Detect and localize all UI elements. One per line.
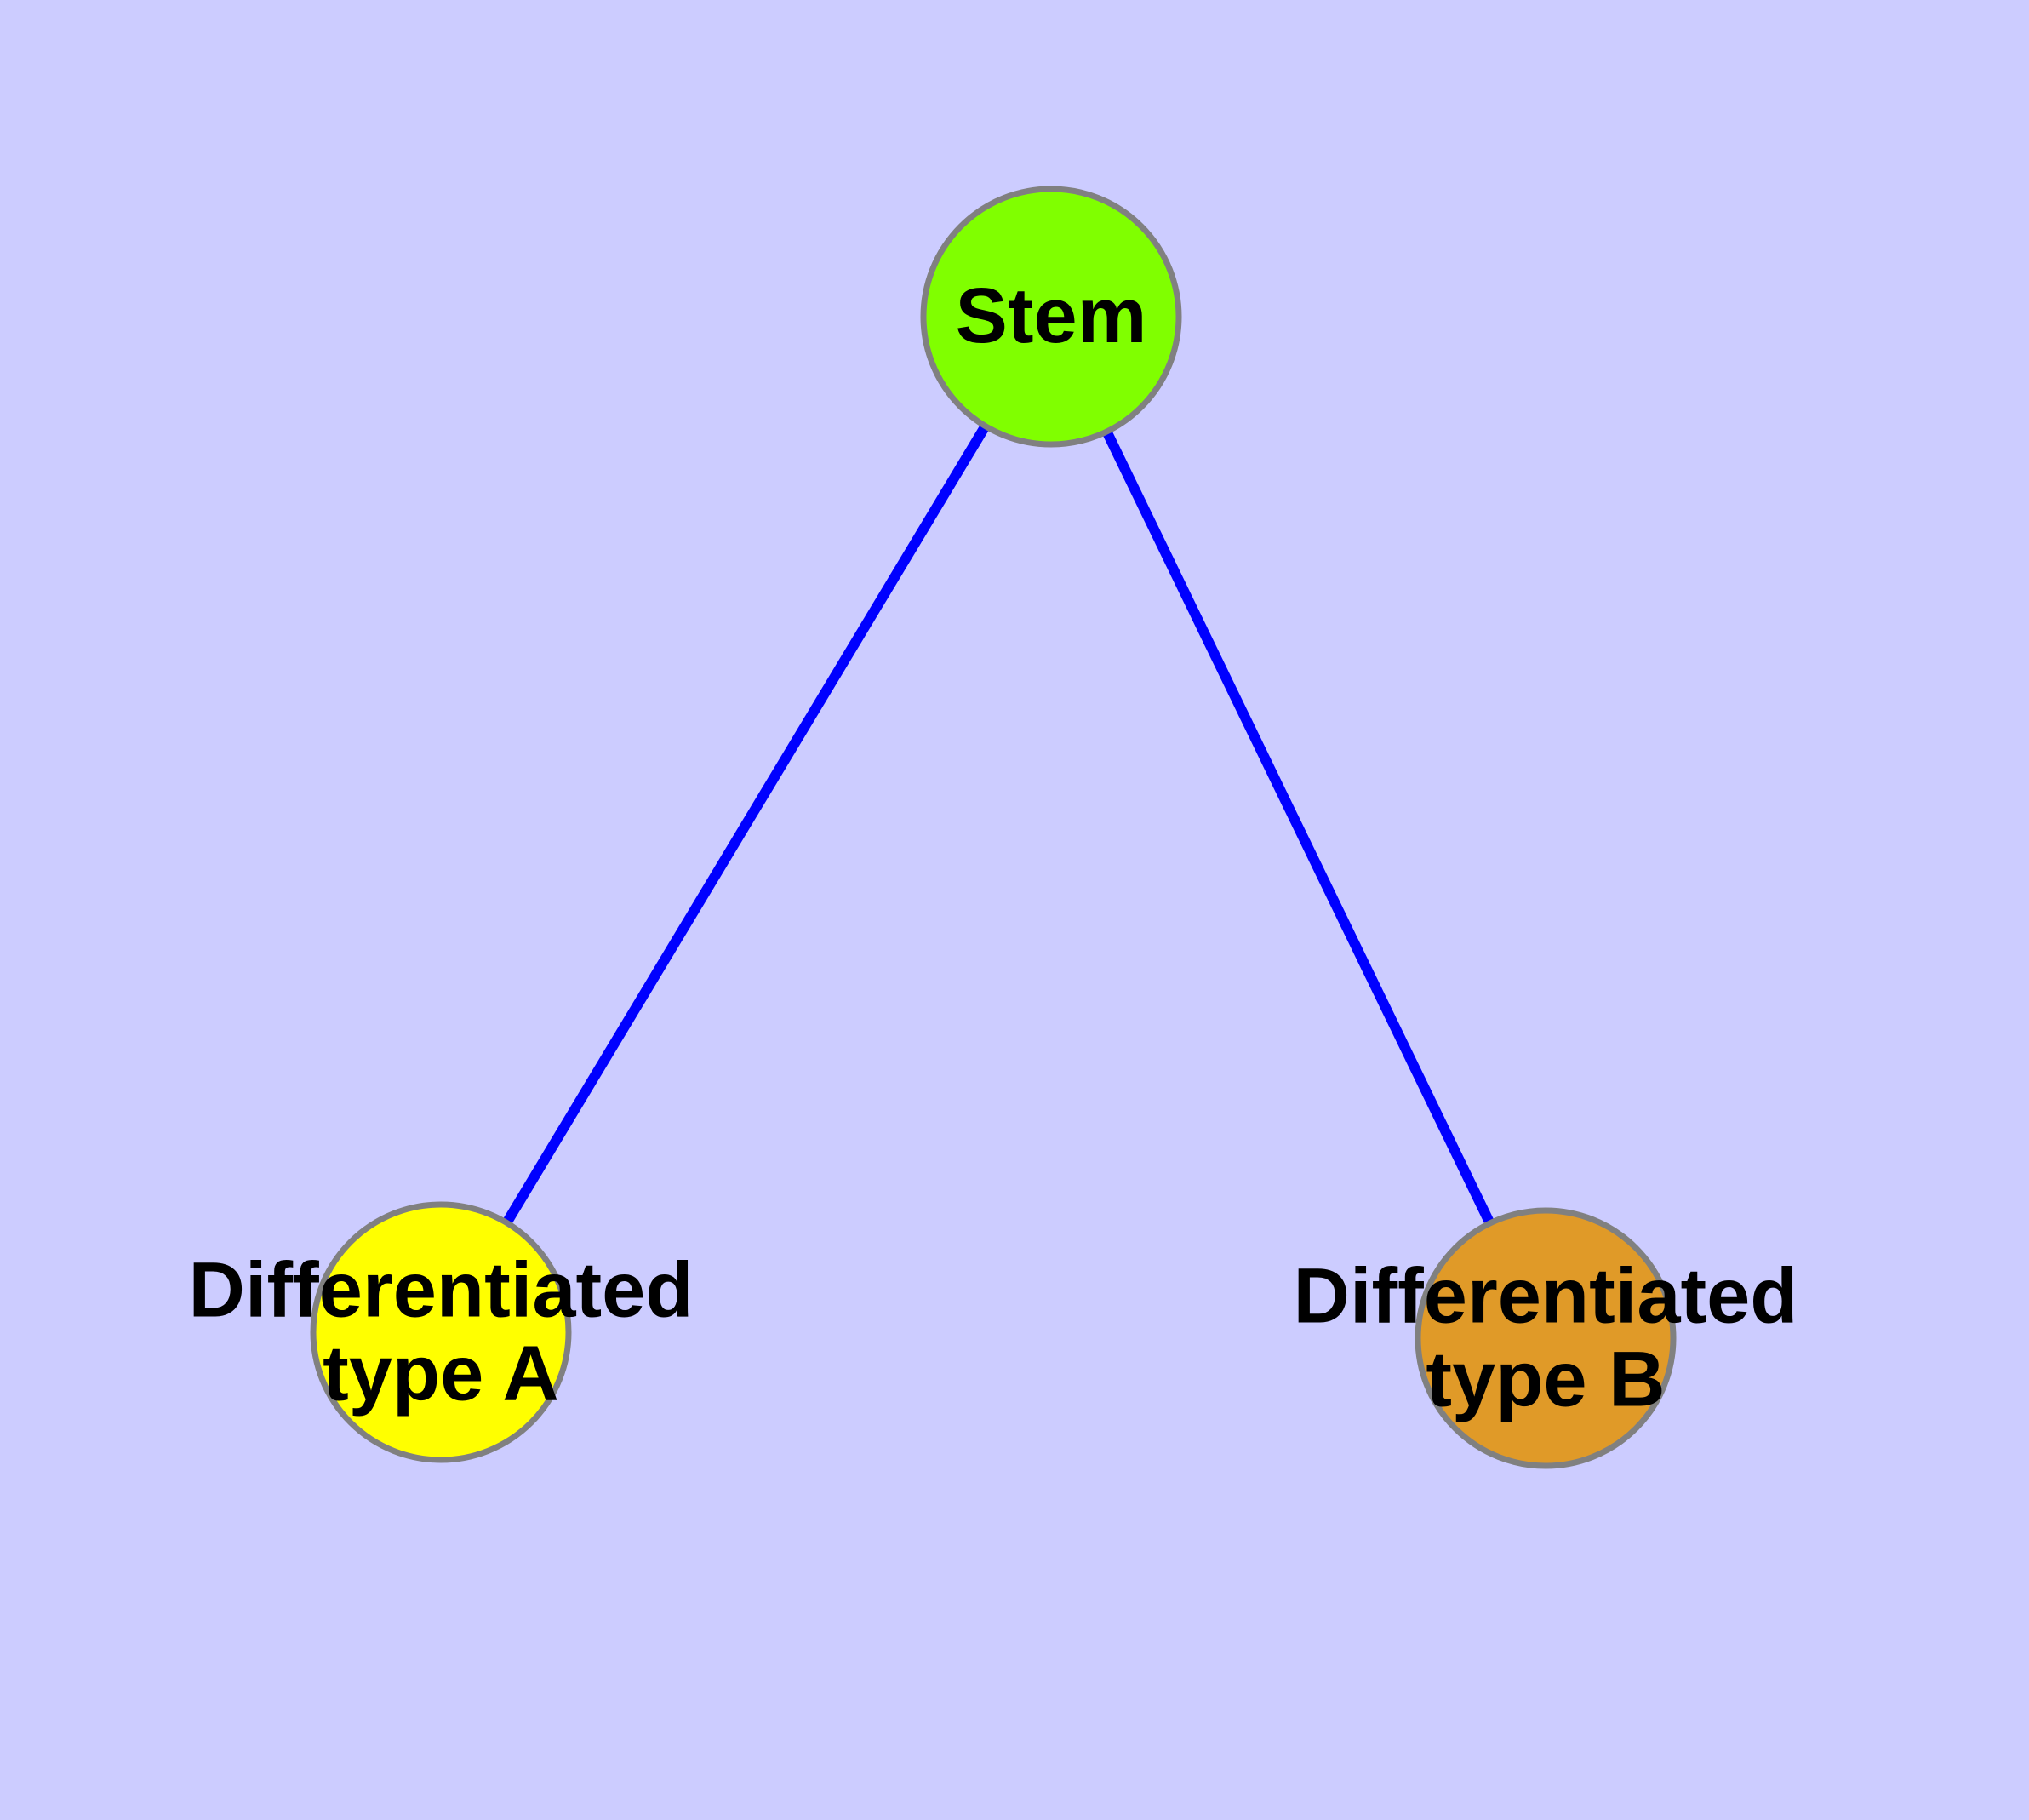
node-layer <box>310 186 1677 1469</box>
node-differentiated-type-b-circle[interactable] <box>1415 1207 1677 1469</box>
edge-layer <box>502 423 1495 1226</box>
edge-stem-to-differentiated-a[interactable] <box>502 423 990 1226</box>
node-differentiated-type-a-circle[interactable] <box>310 1201 572 1463</box>
edge-stem-to-differentiated-b[interactable] <box>1101 429 1495 1226</box>
node-stem-circle[interactable] <box>920 186 1182 448</box>
